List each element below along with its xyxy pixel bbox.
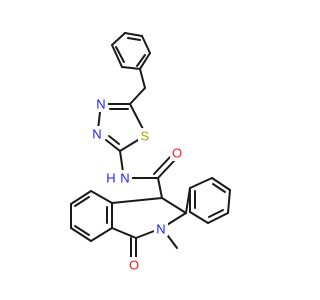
nitrogen-label: N: [120, 171, 129, 186]
c3-phenyl-ring: [189, 177, 231, 224]
bond: [74, 196, 90, 207]
atom-n1: N: [94, 97, 108, 112]
bond: [90, 227, 113, 242]
bond: [70, 227, 92, 242]
atom-nh: N H: [104, 170, 132, 186]
dihydroisoquinolinone-ring: [111, 197, 187, 239]
bond: [141, 35, 151, 54]
bond: [227, 189, 231, 214]
thiadiazole-ring: [97, 103, 145, 152]
bond: [70, 190, 92, 205]
bond: [127, 37, 141, 41]
bond: [129, 103, 145, 132]
bond: [161, 197, 187, 214]
sulfur-label: S: [141, 129, 150, 144]
bond: [124, 32, 143, 37]
oxygen-label: O: [129, 258, 139, 273]
nitrogen-label: N: [156, 222, 165, 237]
carbonyl-double-bond: [153, 156, 171, 175]
atom-n-ring: N: [154, 221, 168, 237]
bond: [212, 183, 226, 193]
bond: [139, 52, 151, 70]
carbonyl-double-bond: [157, 160, 175, 179]
nitrogen-label: N: [92, 127, 101, 142]
bond: [208, 209, 224, 218]
molecule-diagram: N N S N H O N O: [70, 32, 231, 273]
bond: [111, 32, 126, 46]
atom-s: S: [138, 128, 152, 144]
bond: [189, 177, 213, 189]
bond: [189, 211, 209, 224]
bond: [115, 46, 125, 63]
bond: [74, 225, 90, 236]
bond: [207, 212, 229, 224]
fused-benzene-ring: [70, 190, 113, 242]
bond: [119, 139, 139, 152]
bond: [111, 227, 137, 239]
bond: [108, 135, 120, 145]
carbonyl-c4-bond: [157, 177, 163, 199]
hydrogen-label: H: [106, 171, 115, 186]
nitrogen-label: N: [96, 97, 105, 112]
bond: [105, 139, 121, 152]
benzyl-phenyl-ring: [111, 32, 151, 70]
atom-o-lactam: O: [127, 257, 141, 273]
benzyl-ch2-bond: [139, 68, 146, 89]
bond: [121, 66, 141, 70]
c-nh-bond: [119, 150, 124, 173]
bond: [211, 177, 231, 191]
benzyl-ch2-bond: [129, 87, 146, 105]
oxygen-label: O: [172, 146, 182, 161]
atom-n2: N: [90, 126, 104, 142]
bond: [111, 197, 163, 204]
atom-o-amide: O: [170, 146, 184, 161]
bond: [136, 54, 146, 67]
bond: [111, 44, 123, 68]
bond: [90, 190, 113, 204]
